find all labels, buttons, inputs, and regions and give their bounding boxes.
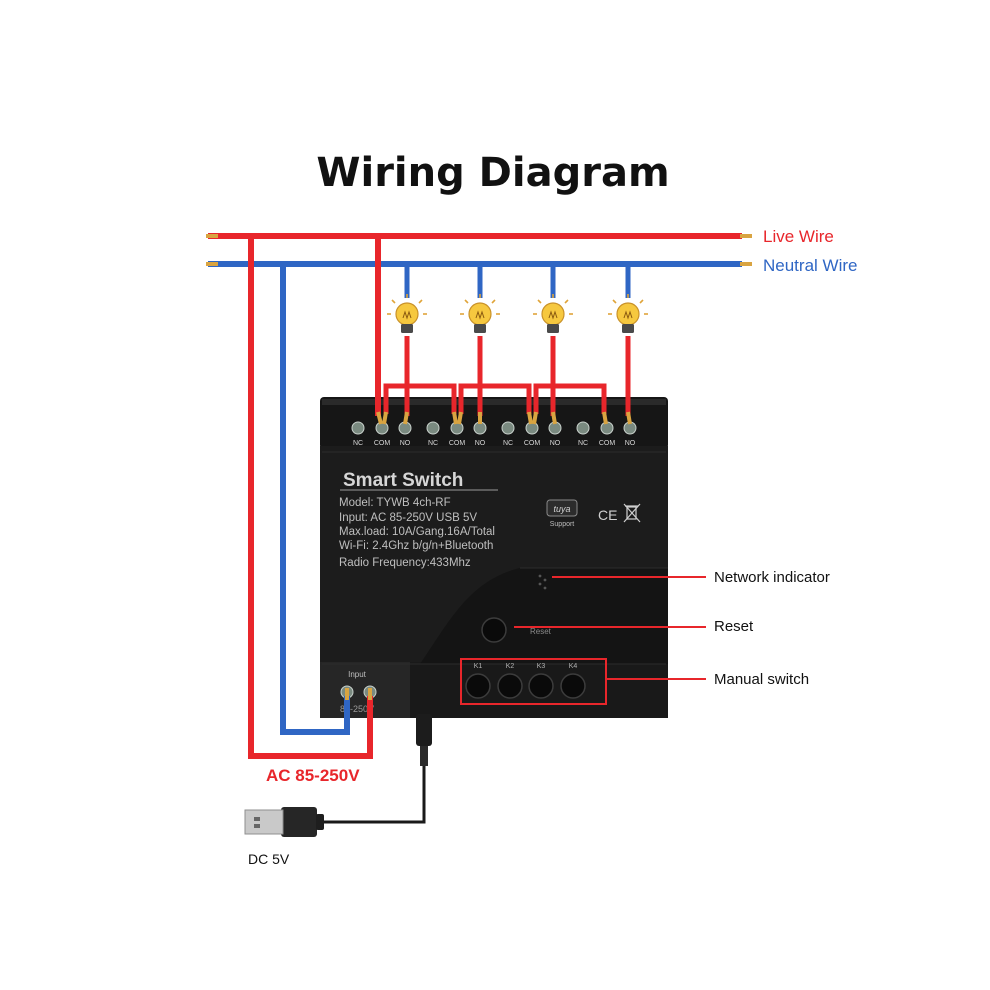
callout-network-indicator: Network indicator <box>714 569 830 586</box>
manual-switch-frame <box>460 658 607 705</box>
tuya-support-label: Support <box>550 521 575 528</box>
button-label-k2: K2 <box>506 663 515 670</box>
terminal-screws <box>351 421 637 435</box>
terminal-label-com-2: COM <box>449 440 466 447</box>
callout-reset: Reset <box>714 618 754 635</box>
ac-input-label: AC 85-250V <box>266 766 360 785</box>
terminal-label-com-3: COM <box>524 440 541 447</box>
network-indicator-icon <box>538 574 547 590</box>
terminal-label-com-1: COM <box>374 440 391 447</box>
terminal-label-nc-4: NC <box>578 440 588 447</box>
terminal-label-no-1: NO <box>400 440 411 447</box>
input-terminal-label: Input <box>348 670 367 679</box>
button-label-k1: K1 <box>474 663 483 670</box>
input-rating-label: 85-250V <box>340 704 374 714</box>
device-wifi: Wi-Fi: 2.4Ghz b/g/n+Bluetooth <box>339 540 493 552</box>
manual-button-k2[interactable] <box>497 673 523 699</box>
lamp-to-no-wires <box>404 336 631 416</box>
device-radio: Radio Frequency:433Mhz <box>339 557 471 569</box>
terminal-label-nc-1: NC <box>353 440 363 447</box>
terminal-label-no-4: NO <box>625 440 636 447</box>
terminal-label-no-2: NO <box>475 440 486 447</box>
neutral-feed-wire <box>280 264 350 735</box>
lamp-icons <box>387 294 648 333</box>
reset-device-label: Reset <box>530 627 552 636</box>
live-feed-wire <box>248 236 373 759</box>
device-name: Smart Switch <box>343 470 463 491</box>
tuya-badge: tuya Support <box>546 499 578 528</box>
lamp-icon <box>608 294 648 333</box>
lamp-icon <box>387 294 427 333</box>
live-wire-label: Live Wire <box>763 227 834 246</box>
neutral-wire-label: Neutral Wire <box>763 256 857 275</box>
certification-marks: CE <box>598 503 641 523</box>
device-model: Model: TYWB 4ch-RF <box>339 497 451 509</box>
terminal-label-com-4: COM <box>599 440 616 447</box>
neutral-to-lamp-wires <box>404 264 631 298</box>
terminal-label-nc-2: NC <box>428 440 438 447</box>
callout-manual-switch: Manual switch <box>714 671 809 688</box>
terminal-label-nc-3: NC <box>503 440 513 447</box>
lamp-icon <box>533 294 573 333</box>
svg-text:CE: CE <box>598 507 617 523</box>
terminal-label-no-3: NO <box>550 440 561 447</box>
svg-text:tuya: tuya <box>553 504 570 514</box>
com-jumper-wires <box>383 383 607 414</box>
button-label-k3: K3 <box>537 663 546 670</box>
device-max-load: Max.load: 10A/Gang.16A/Total <box>339 526 495 538</box>
lamp-icon <box>460 294 500 333</box>
usb-plug-icon <box>244 807 324 837</box>
smart-switch-device <box>320 397 668 718</box>
reset-button[interactable] <box>481 617 507 643</box>
dc-power-cable <box>315 714 432 824</box>
dc-input-label: DC 5V <box>248 851 290 867</box>
weee-bin-icon <box>623 503 641 523</box>
button-label-k4: K4 <box>569 663 578 670</box>
device-input: Input: AC 85-250V USB 5V <box>339 512 477 524</box>
manual-button-k3[interactable] <box>528 673 554 699</box>
callout-lines <box>514 576 706 680</box>
page-title: Wiring Diagram <box>316 150 669 196</box>
manual-button-k1[interactable] <box>465 673 491 699</box>
manual-button-k4[interactable] <box>560 673 586 699</box>
